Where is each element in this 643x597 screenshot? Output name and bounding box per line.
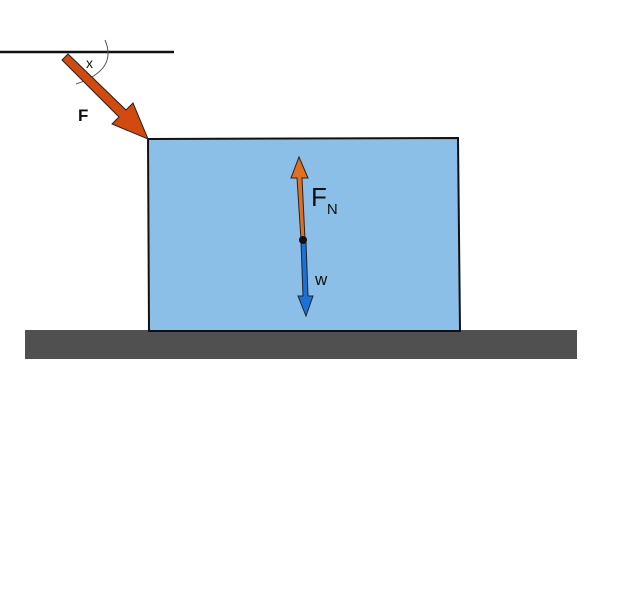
normal-force-label: FN [311, 182, 338, 218]
weight-label: w [314, 270, 328, 289]
weight-arrow [297, 241, 314, 318]
center-of-mass-dot [299, 236, 307, 244]
applied-force-label: F [78, 106, 88, 125]
normal-force-arrow [290, 155, 309, 241]
applied-force-arrow [61, 53, 149, 140]
angle-label: x [86, 55, 93, 71]
ground [25, 330, 577, 359]
